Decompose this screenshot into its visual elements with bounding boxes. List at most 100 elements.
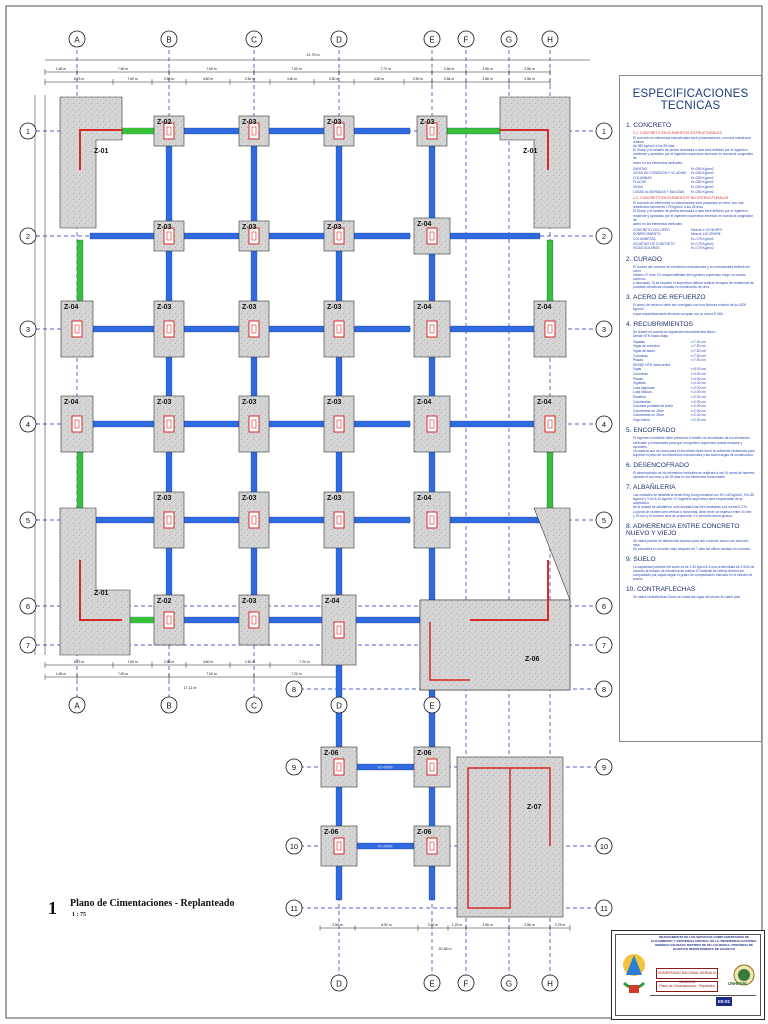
connecting-beam: [335, 119, 343, 626]
grid-bubble: [595, 511, 613, 529]
spec-key: VIGAS: [633, 185, 644, 190]
column-rebar: [163, 415, 175, 433]
spec-key: ZAPATAS: [633, 166, 648, 171]
dim-top-2-label: 2.66 m: [444, 77, 455, 81]
column-tie: [251, 419, 257, 429]
footing-pad: [323, 300, 355, 358]
spec-value: f'c=280 Kg/cm2: [691, 189, 714, 194]
spec-section-heading: 9. SUELO: [626, 555, 656, 563]
footing-tag: Z-01: [94, 148, 109, 155]
grid-bubble-label: 9: [602, 763, 606, 772]
footing-tag: Z-03: [157, 224, 172, 231]
footing-tag: Z-03: [242, 399, 257, 406]
spec-value: r=2.00 cm: [691, 394, 706, 399]
spec-text-line: El desencofrado de los elementos vertica…: [633, 470, 755, 475]
project-header: MEJORAMIENTO DE LOS SERVICIOS COMPLEMENT…: [650, 935, 758, 951]
grid-bubble-label: 7: [602, 641, 606, 650]
dim-bottom-1-label: 4.60 m: [203, 660, 214, 664]
dim-bottom-2-label: 7.60 m: [206, 672, 217, 676]
brand-label: UNHEVAL: [728, 981, 748, 986]
grid-bubble-label: 10: [600, 842, 608, 851]
column-rebar: [248, 611, 260, 629]
grid-bubble: [19, 227, 37, 245]
column-rebar: [333, 621, 345, 639]
dim-bottom-1-label: 2.50 m: [164, 660, 175, 664]
grid-bubble: [285, 899, 303, 917]
spec-text-line: de la unidad de albañilería, solo acepta…: [633, 505, 748, 510]
spec-text-line: La madera que se usará para el encofrado…: [633, 448, 755, 453]
dim-bottom-2-label: 7.60 m: [118, 672, 129, 676]
spec-value: r=7.50 cm: [691, 344, 706, 349]
spec-key: Columnetas en 25cm: [633, 413, 665, 418]
grid-bubble-label: G: [506, 36, 512, 45]
column-tie: [429, 231, 435, 241]
spec-section-heading: 7. ALBAÑILERIA: [626, 484, 676, 492]
dim-top-1-label: 7.60 m: [291, 67, 302, 71]
grid-bubble-label: 10: [290, 842, 298, 851]
column-tie: [429, 762, 435, 772]
spec-key: Columnetas en 15cm: [633, 408, 665, 413]
column-tie: [429, 841, 435, 851]
footing-tag: Z-04: [417, 495, 432, 502]
grid-bubble: [595, 636, 613, 654]
grid-bubble-label: F: [464, 36, 469, 45]
dim-ext-1-label: 2.50 m: [332, 923, 343, 927]
spec-table-row: Vigas de atado r=7.50 cm: [633, 349, 761, 354]
grid-bubble: [595, 122, 613, 140]
spec-value: r=2.00 cm: [691, 385, 706, 390]
column-tie: [251, 126, 257, 136]
dim-bottom-2-label: 1.66 m: [56, 672, 67, 676]
column-tie: [336, 515, 342, 525]
dim-ext-1-label: 2.66 m: [482, 923, 493, 927]
connecting-beam: [122, 617, 177, 623]
grid-bubble: [19, 597, 37, 615]
footing-tag: Z-04: [417, 304, 432, 311]
column-rebar: [248, 122, 260, 140]
spec-key: Columnas: [633, 371, 648, 376]
footing-tag: Z-03: [157, 304, 172, 311]
footing-tag: Z-04: [64, 304, 79, 311]
rebar-line: [500, 129, 549, 170]
footing-pad: [238, 491, 270, 549]
grid-bubble-label: B: [166, 36, 171, 45]
column-rebar: [544, 320, 556, 338]
dim-top-1-label: 7.72 m: [380, 67, 391, 71]
column-tie: [74, 419, 80, 429]
title-block: MEJORAMIENTO DE LOS SERVICIOS COMPLEMENT…: [611, 930, 765, 1020]
grid-bubble-label: 7: [26, 641, 30, 650]
footing-tag: Z-01: [94, 590, 109, 597]
dim-bottom-1-label: 2.50 m: [245, 660, 256, 664]
connecting-beam: [439, 420, 541, 428]
spec-text-line: compactado por capas según el grado de c…: [633, 573, 753, 582]
grid-bubble: [19, 511, 37, 529]
grid-bubble-label: 2: [602, 232, 606, 241]
spec-text-line: resistencia mínima de 175 kg/cm2 a los 2…: [633, 205, 704, 210]
spec-value: r=7.50 cm: [691, 348, 706, 353]
corner-footing-tl: [59, 96, 123, 229]
dim-top-1-label: 2.56 m: [524, 67, 535, 71]
column-tie: [166, 324, 172, 334]
column-rebar: [426, 758, 438, 776]
spec-value: r=4.00 cm: [691, 376, 706, 381]
column-rebar: [333, 415, 345, 433]
grid-bubble: [160, 30, 178, 48]
spec-section-heading: 2. CURADO: [626, 255, 662, 263]
footing-pad: [238, 115, 270, 147]
column-tie: [336, 762, 342, 772]
spec-key: COLUMNAS: [633, 175, 652, 180]
spec-value: f'c=175 Kg/cm2: [691, 241, 714, 246]
footing-tag: Z-06: [324, 750, 339, 757]
connecting-beam: [122, 128, 167, 134]
spec-text-line: El concreto en elementos no estructurale…: [633, 201, 744, 206]
grid-bubble: [330, 974, 348, 992]
spec-key: Vigas de atado: [633, 348, 655, 353]
connecting-beam: [250, 119, 258, 626]
column-tie: [166, 515, 172, 525]
spec-key: VIGAS SOLERAS: [633, 246, 660, 251]
spec-value: r=5.00 cm: [691, 367, 706, 372]
